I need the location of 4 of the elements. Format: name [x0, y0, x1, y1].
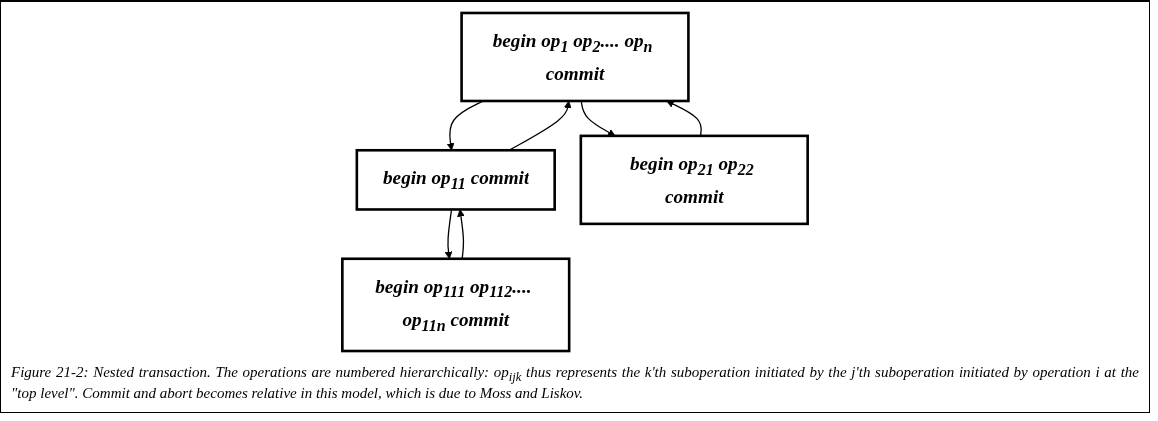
- transaction-box: begin op$_{21}$ op$_{22}$ commit: [579, 134, 809, 226]
- figure-caption: Figure 21-2: Nested transaction. The operations are numbered hierarchically: op$_{ijk}$ thus represents the k'th suboperation initiated by the j'th suboperation initiated by operation i at the "top level". Commit and abort becomes relative in this model, which is due to Moss and Liskov.: [11, 364, 1139, 402]
- transaction-box: begin op$_{1}$ op$_{2}$.... op$_{n}$ commit: [460, 11, 690, 103]
- transaction-box: begin op$_{111}$ op$_{112}$.... op$_{11n}$ commit: [341, 257, 571, 353]
